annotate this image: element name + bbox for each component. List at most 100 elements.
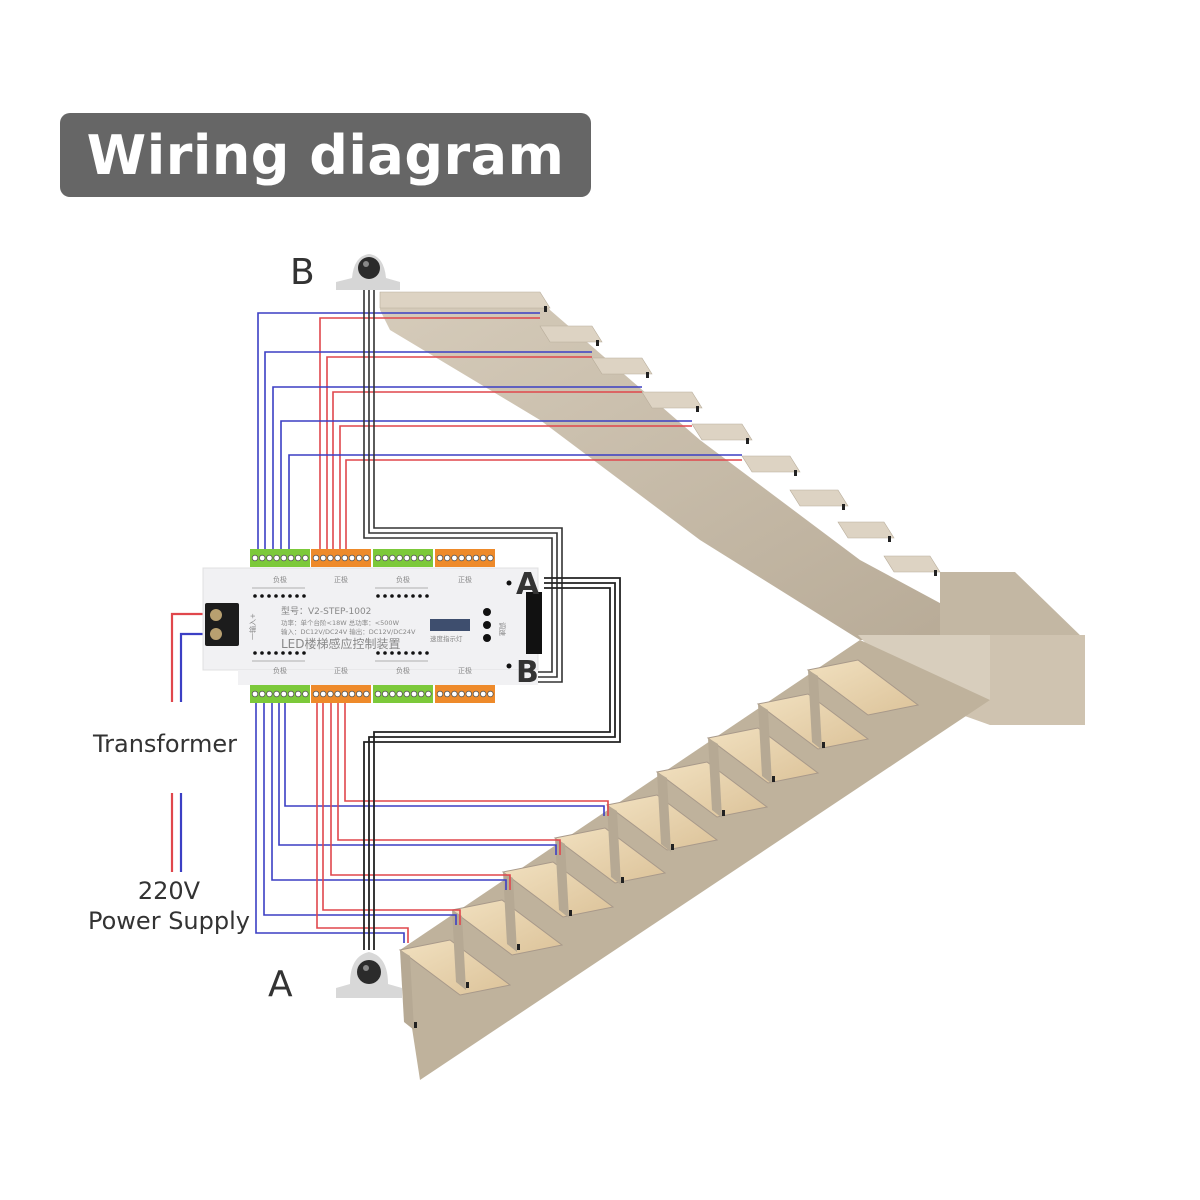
transformer-label: Transformer	[93, 730, 238, 758]
step-light-fixture	[596, 340, 599, 346]
stair-tread	[691, 423, 753, 441]
indicator-dot	[390, 651, 394, 655]
indicator-dot	[418, 651, 422, 655]
input-label: 一输入+	[248, 613, 257, 640]
bottom-group-label: 正极	[334, 666, 348, 675]
product-name: LED楼梯感应控制装置	[281, 636, 401, 651]
speed-button-1	[483, 608, 491, 616]
indicator-dot	[411, 594, 415, 598]
screw-terminal-icon	[472, 690, 480, 698]
stair-landing	[858, 572, 1085, 725]
stair-riser	[400, 950, 414, 1030]
stair-tread	[789, 489, 849, 507]
sensor-port-connector	[526, 592, 542, 654]
screw-terminal-icon	[320, 690, 327, 698]
screw-terminal-icon	[410, 690, 418, 698]
screw-terminal-icon	[418, 554, 425, 562]
screw-terminal-icon	[312, 690, 320, 698]
screw-terminal-icon	[451, 690, 458, 698]
power-voltage: 220V	[137, 877, 201, 905]
screw-terminal-icon	[396, 554, 403, 562]
stair-tread	[837, 521, 895, 539]
positive-wire	[339, 425, 692, 549]
negative-wire	[280, 420, 692, 549]
speed-button-2	[483, 621, 491, 629]
indicator-dot	[383, 594, 387, 598]
indicator-dot	[425, 594, 429, 598]
terminal-strip-bottom-2	[311, 685, 371, 703]
screw-terminal-icon	[465, 690, 472, 698]
indicator-dot	[260, 594, 264, 598]
screw-terminal-icon	[348, 554, 356, 562]
screw-terminal-icon	[312, 554, 320, 562]
negative-wire	[272, 386, 642, 549]
screw-terminal-icon	[280, 554, 287, 562]
screw-terminal-icon	[266, 690, 273, 698]
indicator-dot	[404, 594, 408, 598]
negative-wire	[263, 703, 457, 925]
negative-wire	[255, 703, 405, 943]
screw-terminal-icon	[341, 554, 348, 562]
positive-wire	[330, 703, 511, 890]
screw-terminal-icon	[487, 690, 494, 698]
step-light-fixture	[746, 438, 749, 444]
negative-wire	[284, 703, 605, 816]
indicator-dot	[397, 651, 401, 655]
step-light-fixture	[621, 877, 624, 883]
stair-tread	[741, 455, 801, 473]
screw-terminal-icon	[356, 554, 363, 562]
port-a-label: A	[516, 567, 540, 602]
screw-terminal-icon	[348, 690, 356, 698]
screw-terminal-icon	[251, 690, 259, 698]
step-light-fixture	[646, 372, 649, 378]
top-group-label: 正极	[334, 575, 348, 584]
stair-tread-lit	[398, 939, 512, 996]
indicator-dot	[404, 651, 408, 655]
screw-terminal-icon	[444, 690, 451, 698]
sensor-a-label: A	[268, 964, 293, 1005]
indicator-dot	[253, 594, 257, 598]
step-light-fixture	[722, 810, 725, 816]
sensor-b-cable	[363, 290, 563, 683]
upper-stair-flight	[379, 291, 990, 640]
indicator-dot	[425, 651, 429, 655]
indicator-dot	[411, 651, 415, 655]
screw-terminal-icon	[472, 554, 480, 562]
positive-wire	[332, 391, 642, 549]
positive-wire	[316, 703, 409, 943]
indicator-dot	[274, 594, 278, 598]
bottom-group-label: 负极	[273, 666, 287, 675]
speed-button-3	[483, 634, 491, 642]
indicator-dot	[302, 651, 306, 655]
positive-wire	[337, 703, 561, 855]
screw-terminal-icon	[273, 554, 280, 562]
positive-wire	[345, 459, 742, 549]
screw-terminal-icon	[382, 554, 389, 562]
step-light-fixture	[569, 910, 572, 916]
bottom-group-label: 负极	[396, 666, 410, 675]
stair-riser	[607, 805, 621, 885]
step-light-fixture	[414, 1022, 417, 1028]
stair-riser	[708, 738, 722, 818]
step-light-fixture	[822, 742, 825, 748]
step-light-fixture	[696, 406, 699, 412]
screw-terminal-icon	[436, 554, 444, 562]
screw-terminal-icon	[251, 554, 259, 562]
screw-terminal-icon	[425, 690, 432, 698]
terminal-strip-top-3	[373, 549, 433, 567]
indicator-dot	[295, 651, 299, 655]
indicator-dot	[267, 651, 271, 655]
terminal-strip-top-1	[250, 549, 310, 567]
terminal-strip-top-2	[311, 549, 371, 567]
screw-terminal-icon	[327, 554, 334, 562]
screw-terminal-icon	[295, 554, 302, 562]
screw-terminal-icon	[389, 554, 396, 562]
step-light-fixture	[772, 776, 775, 782]
indicator-dot	[253, 651, 257, 655]
step-light-fixture	[466, 982, 469, 988]
pir-motion-sensor-icon	[358, 257, 380, 279]
step-light-fixture	[671, 844, 674, 850]
negative-wire	[288, 454, 742, 549]
screw-terminal-icon	[334, 554, 341, 562]
